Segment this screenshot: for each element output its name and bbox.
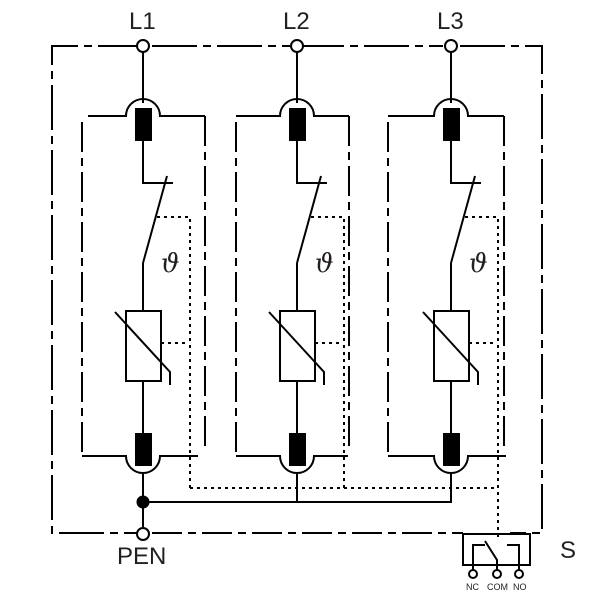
no-lead bbox=[507, 544, 520, 571]
disconnector-switch bbox=[450, 175, 476, 264]
phase-label: L1 bbox=[129, 8, 156, 35]
thermal-symbol: ϑ bbox=[469, 249, 488, 279]
nc-lead bbox=[472, 544, 485, 571]
phase-module-l1: L1 ϑ bbox=[81, 8, 206, 488]
disconnector-switch bbox=[296, 175, 322, 264]
phase-module-l2: L2 ϑ bbox=[235, 8, 350, 488]
pen-bus: PEN bbox=[117, 473, 452, 570]
phase-terminal[interactable] bbox=[136, 39, 150, 53]
nc-label: NC bbox=[466, 582, 479, 592]
com-pin[interactable] bbox=[492, 569, 502, 579]
phase-label: L2 bbox=[283, 8, 310, 35]
enclosure-left-edge bbox=[51, 45, 143, 534]
fuse-bottom bbox=[135, 433, 152, 466]
enclosure-right-edge bbox=[460, 45, 543, 534]
com-label: COM bbox=[487, 582, 508, 592]
signal-label: S bbox=[560, 537, 576, 564]
phase-module-l3: L3 ϑ bbox=[387, 8, 506, 540]
varistor bbox=[125, 310, 162, 382]
pen-label: PEN bbox=[117, 543, 166, 570]
switch-lead bbox=[450, 141, 481, 184]
phase-terminal[interactable] bbox=[290, 39, 304, 53]
thermal-symbol: ϑ bbox=[315, 249, 334, 279]
junction-dot bbox=[136, 495, 150, 509]
fuse-top bbox=[135, 108, 152, 141]
switch-lead bbox=[296, 141, 327, 184]
phase-terminal[interactable] bbox=[444, 39, 458, 53]
fuse-top bbox=[289, 108, 306, 141]
thermal-symbol: ϑ bbox=[161, 249, 180, 279]
module-top-edge bbox=[88, 98, 205, 117]
com-switch bbox=[484, 540, 498, 571]
varistor-diagonal bbox=[422, 311, 479, 385]
fuse-bottom bbox=[289, 433, 306, 466]
disconnector-switch bbox=[142, 175, 168, 264]
pen-bus-line bbox=[143, 473, 452, 503]
module-top-edge bbox=[236, 98, 349, 117]
nc-pin[interactable] bbox=[468, 569, 478, 579]
fuse-bottom bbox=[443, 433, 460, 466]
varistor-diagonal bbox=[114, 311, 171, 385]
varistor-diagonal bbox=[268, 311, 325, 385]
no-label: NO bbox=[513, 582, 527, 592]
varistor bbox=[433, 310, 470, 382]
signal-contact: NC COM NO S bbox=[462, 533, 576, 592]
no-pin[interactable] bbox=[514, 569, 524, 579]
varistor bbox=[279, 310, 316, 382]
fuse-top bbox=[443, 108, 460, 141]
phase-label: L3 bbox=[437, 8, 464, 35]
switch-lead bbox=[142, 141, 173, 184]
module-top-edge bbox=[388, 98, 504, 117]
pen-terminal[interactable] bbox=[136, 527, 150, 541]
